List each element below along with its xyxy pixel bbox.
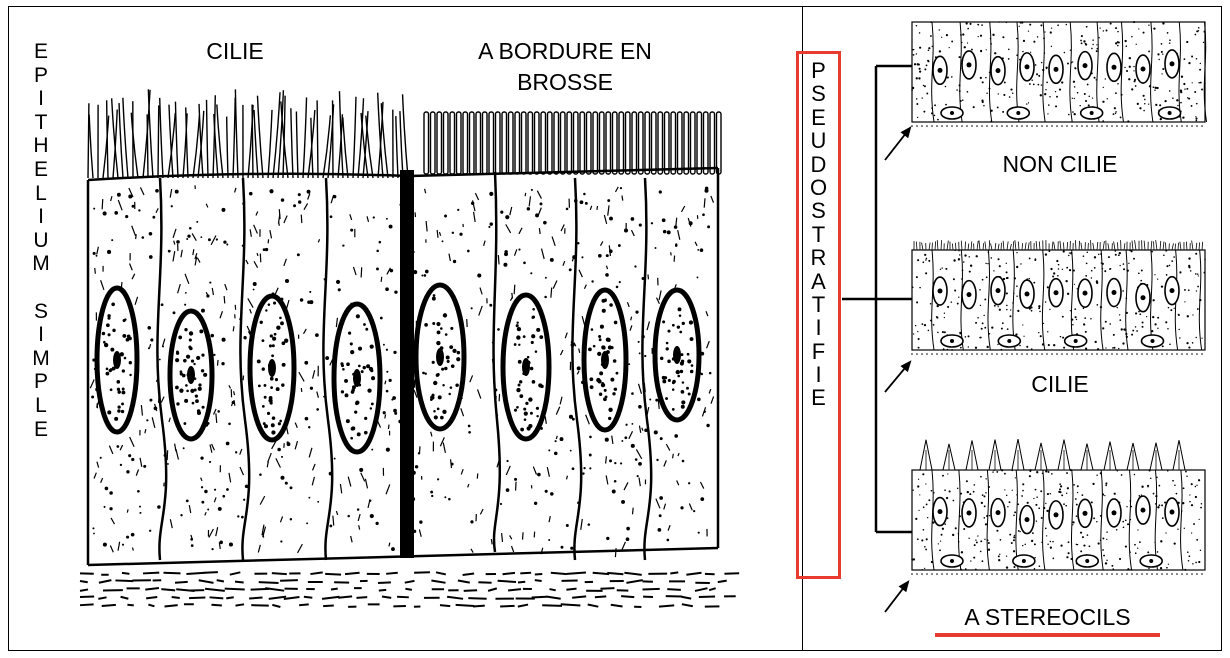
arrow-icons [884, 126, 912, 613]
arrow-head-icon [898, 580, 910, 593]
nucleus [94, 285, 140, 435]
bracket-connector [842, 64, 912, 534]
epithelium-title-letter: I [38, 323, 44, 347]
epithelium-title-letter: M [32, 252, 50, 276]
epithelium-title-letter: I [38, 205, 44, 229]
nonciliated-pseudostratified-drawing [911, 21, 1208, 127]
pseudo-title-letter: E [811, 385, 826, 411]
pseudo-title-letter: I [815, 315, 822, 341]
pseudo-title-letter: E [811, 104, 826, 130]
label-ciliated: CILIE [206, 38, 264, 64]
label-brush-border-line1: A BORDURE EN [478, 38, 652, 64]
label-brush-border-line2: BROSSE [517, 69, 613, 95]
nucleus [247, 293, 297, 443]
epithelium-title-letter: P [33, 370, 48, 394]
cell-nuclei [94, 282, 702, 455]
pseudo-title-letter: A [811, 268, 826, 294]
epithelium-title-letter: L [35, 393, 47, 417]
stereocilia-red-underline [935, 633, 1160, 637]
brush-border-microvilli [423, 111, 722, 175]
nucleus [167, 308, 215, 442]
arrow-head-icon [900, 126, 912, 139]
epithelium-title-letter: I [38, 87, 44, 111]
nucleus [331, 301, 383, 455]
epithelium-title-letter: S [33, 299, 48, 323]
epithelium-title-letter: H [33, 134, 49, 158]
pseudo-title-letter: S [811, 81, 826, 107]
pseudo-title-letter: S [811, 198, 826, 224]
pseudo-title-letter: U [810, 128, 827, 154]
basement-connective-tissue [79, 571, 740, 608]
label-nonciliated: NON CILIE [1002, 151, 1118, 177]
pseudo-title-letter: P [811, 58, 826, 83]
columnar-cells [86, 166, 720, 567]
epithelium-title-letter: M [32, 346, 50, 370]
label-stereocilia: A STEREOCILS [964, 604, 1131, 630]
pseudo-title-letter: T [811, 221, 826, 247]
nucleus [652, 287, 702, 423]
pseudo-title-letter: T [811, 291, 826, 317]
pseudo-title-letter: F [811, 338, 826, 364]
epithelium-title-letter: E [33, 417, 48, 441]
pseudo-title-letter: O [809, 174, 828, 200]
pseudo-title-letter: I [815, 362, 822, 388]
nucleus [500, 292, 552, 442]
epithelium-title-letter: P [33, 63, 48, 87]
label-ciliated-pseudostratified: CILIE [1031, 371, 1089, 397]
nucleus [413, 282, 467, 432]
pseudo-title-letter: D [810, 151, 827, 177]
epithelium-title-letter: E [33, 40, 48, 63]
epithelium-title-letter: U [33, 228, 49, 252]
ciliated-pseudostratified-drawing [911, 240, 1206, 355]
stereocilia-pseudostratified-drawing [911, 439, 1206, 575]
epithelium-title-letter: L [35, 181, 47, 205]
arrow-head-icon [900, 360, 912, 373]
pseudo-title-letter: R [810, 245, 827, 271]
epithelium-title-letter: T [34, 110, 48, 134]
epithelium-title-letter: E [33, 157, 48, 181]
cilia [87, 89, 409, 179]
nucleus [581, 287, 629, 433]
